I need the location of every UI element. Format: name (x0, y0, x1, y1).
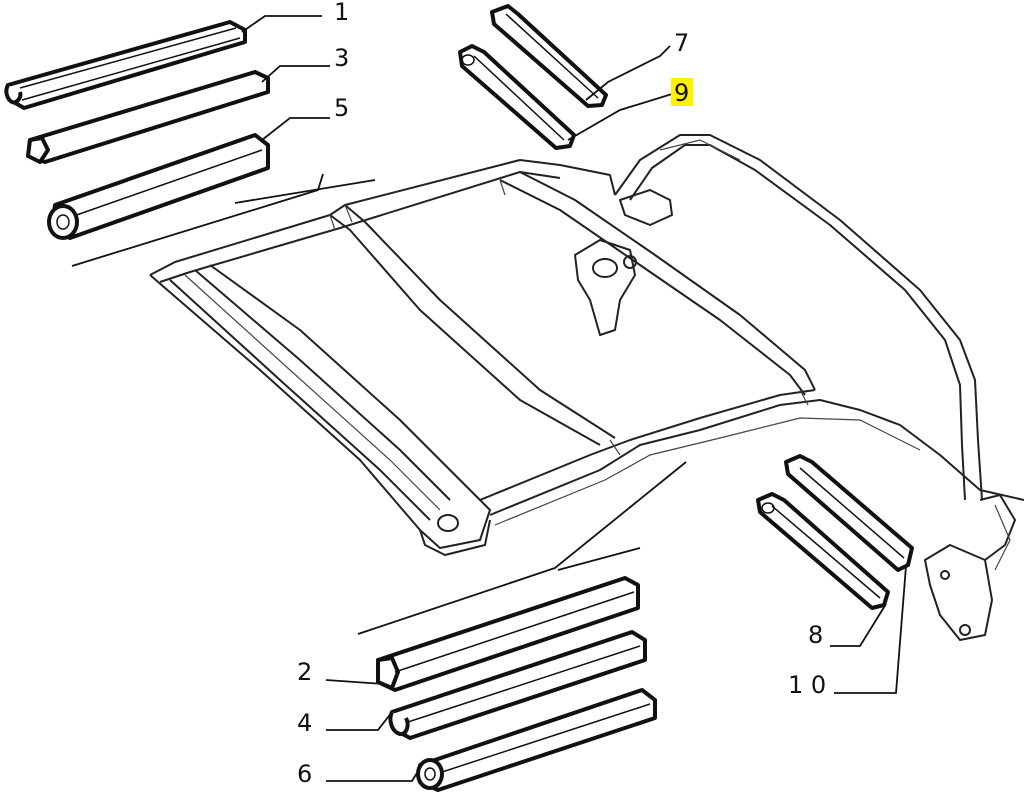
seal-part-6 (416, 688, 657, 792)
seal-part-9 (458, 44, 576, 150)
seal-part-8 (756, 492, 890, 610)
callout-8: 8 (808, 621, 823, 649)
callout-4: 4 (297, 709, 312, 737)
seal-part-10 (784, 454, 914, 572)
callout-2: 2 (297, 658, 312, 686)
seal-part-2 (376, 576, 640, 692)
callout-5: 5 (334, 94, 349, 122)
callout-labels: 1 2 3 4 5 6 7 8 9 1 0 (297, 0, 826, 788)
callout-7: 7 (674, 29, 689, 57)
explosion-guides (71, 173, 687, 635)
callout-6: 6 (297, 760, 312, 788)
seal-part-4 (388, 630, 647, 740)
seal-part-3 (26, 70, 270, 164)
seal-part-5 (47, 133, 270, 240)
callout-9-highlight (671, 78, 693, 106)
callout-leaders (241, 15, 907, 782)
seal-part-1 (4, 20, 247, 110)
callout-9: 9 (674, 79, 689, 107)
callout-10: 1 0 (788, 671, 826, 699)
callout-3: 3 (334, 44, 349, 72)
roof-frame (149, 134, 1024, 641)
callout-1: 1 (334, 0, 349, 26)
seal-part-7 (490, 4, 608, 108)
